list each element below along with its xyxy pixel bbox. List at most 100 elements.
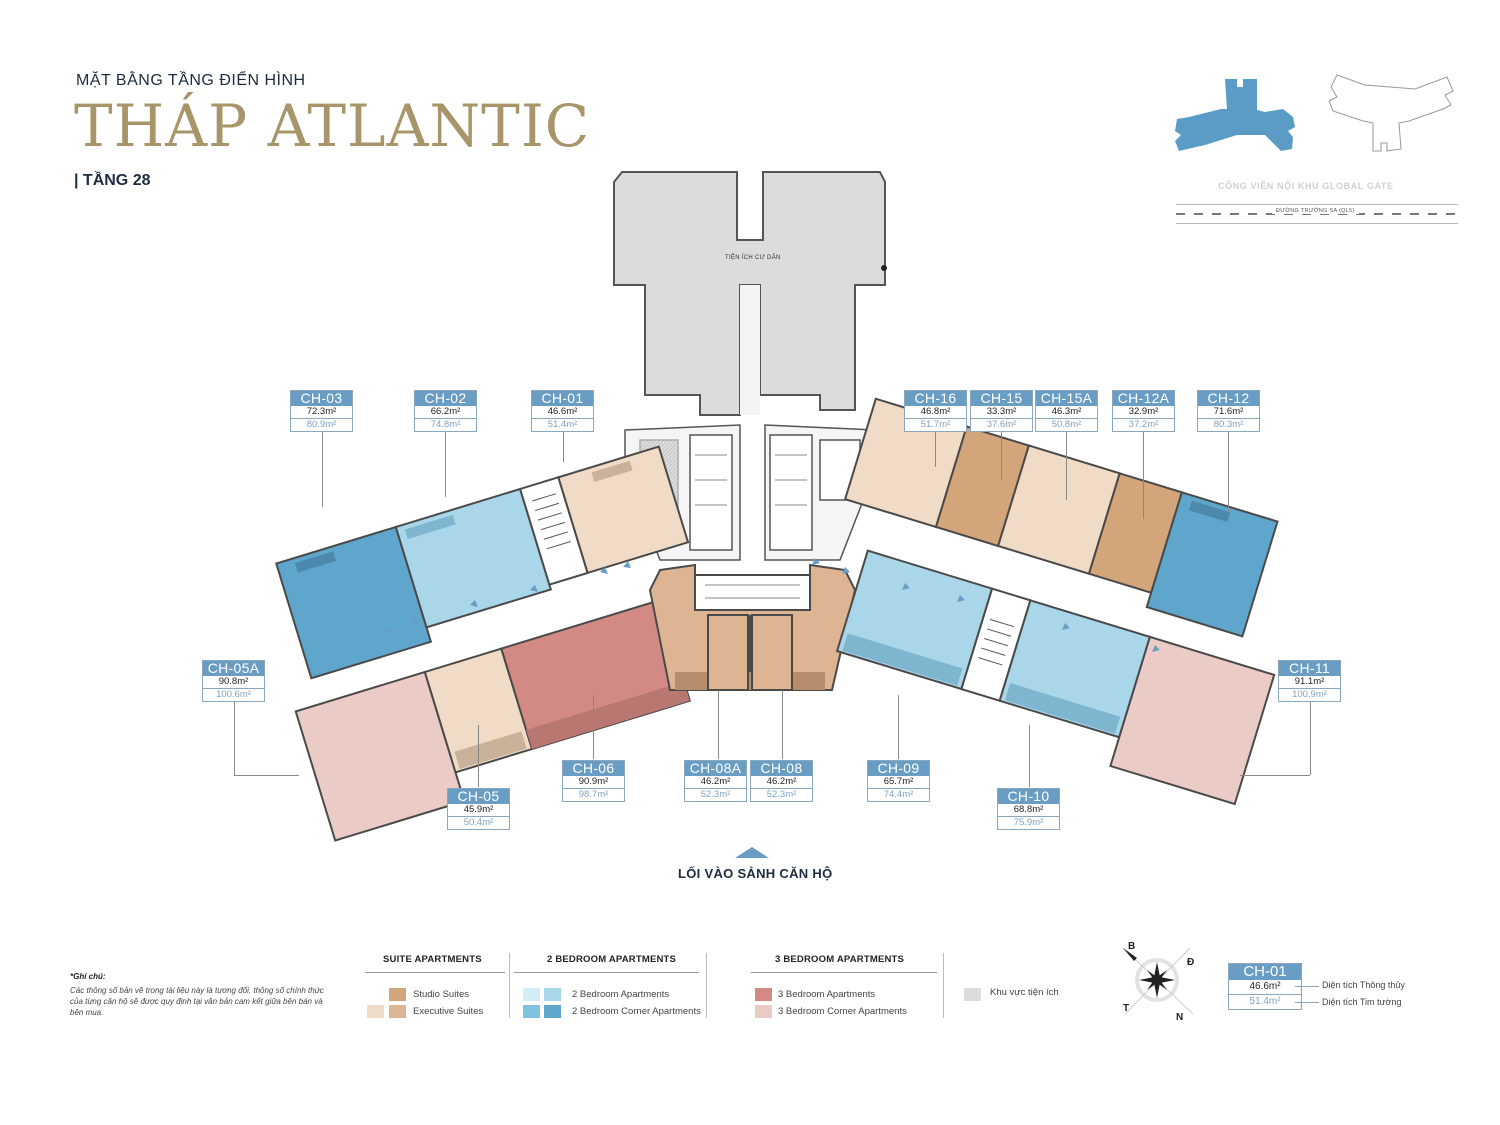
leader-ch-03 bbox=[322, 432, 323, 507]
legend-label-3br-corner: 3 Bedroom Corner Apartments bbox=[778, 1006, 907, 1017]
leader-ch-15 bbox=[1001, 432, 1002, 480]
net-area: 90.9m² bbox=[563, 776, 624, 789]
road-label: ĐƯỜNG TRƯỜNG SA (QL5) bbox=[1272, 208, 1359, 214]
unit-label-ch-15a[interactable]: CH-15A 46.3m² 50.8m² bbox=[1035, 390, 1098, 432]
compass-label-t: T bbox=[1123, 1003, 1130, 1014]
unit-label-ch-10[interactable]: CH-10 68.8m² 75.9m² bbox=[997, 788, 1060, 830]
net-area: 65.7m² bbox=[868, 776, 929, 789]
legend-label-3br: 3 Bedroom Apartments bbox=[778, 989, 876, 1000]
unit-label-ch-08a[interactable]: CH-08A 46.2m² 52.3m² bbox=[684, 760, 747, 802]
swatch-executive-suites-light bbox=[367, 1005, 384, 1018]
net-area: 68.8m² bbox=[998, 804, 1059, 817]
key-plan-atlantic-highlight-icon bbox=[1175, 79, 1295, 151]
legend-rule bbox=[365, 972, 505, 973]
unit-label-ch-12[interactable]: CH-12 71.6m² 80.3m² bbox=[1197, 390, 1260, 432]
unit-ch-01 bbox=[557, 445, 690, 575]
net-area: 33.3m² bbox=[971, 406, 1032, 419]
gross-area: 80.9m² bbox=[306, 419, 337, 430]
key-plan-tower-outline-icon bbox=[1328, 74, 1454, 152]
unit-label-ch-15[interactable]: CH-15 33.3m² 37.6m² bbox=[970, 390, 1033, 432]
unit-label-ch-12a[interactable]: CH-12A 32.9m² 37.2m² bbox=[1112, 390, 1175, 432]
note-body: Các thông số bản vẽ trong tài liệu này l… bbox=[70, 986, 324, 1017]
legend-heading-suite: SUITE APARTMENTS bbox=[383, 954, 482, 965]
left-lower-wing bbox=[294, 599, 692, 842]
leader-ch-11-v bbox=[1310, 702, 1311, 775]
unit-id: CH-06 bbox=[563, 761, 624, 776]
unit-id: CH-12A bbox=[1113, 391, 1174, 406]
gross-area: 51.4m² bbox=[547, 419, 578, 430]
floor-label: | TẦNG 28 bbox=[74, 172, 151, 189]
net-area-caption: Diện tích Thông thủy bbox=[1322, 980, 1405, 990]
leader-ch-05 bbox=[478, 725, 479, 787]
legend-heading-3br: 3 BEDROOM APARTMENTS bbox=[775, 954, 905, 965]
leader-ch-12a bbox=[1143, 432, 1144, 519]
entry-arrow-icon bbox=[735, 847, 769, 858]
gross-area: 74.8m² bbox=[430, 419, 461, 430]
unit-label-ch-03[interactable]: CH-03 72.3m² 80.9m² bbox=[290, 390, 353, 432]
leader-ch-16 bbox=[935, 432, 936, 467]
unit-label-ch-09[interactable]: CH-09 65.7m² 74.4m² bbox=[867, 760, 930, 802]
column-marker bbox=[881, 265, 887, 271]
unit-id: CH-10 bbox=[998, 789, 1059, 804]
legend-separator bbox=[509, 953, 510, 1018]
swatch-executive-suites-dark bbox=[389, 1005, 406, 1018]
key-plan bbox=[1175, 74, 1454, 152]
legend-separator bbox=[943, 953, 944, 1018]
unit-id: CH-09 bbox=[868, 761, 929, 776]
unit-id: CH-12 bbox=[1198, 391, 1259, 406]
net-area: 46.2m² bbox=[751, 776, 812, 789]
leader-ch-08 bbox=[782, 690, 783, 759]
net-area: 32.9m² bbox=[1113, 406, 1174, 419]
leader-ch-15a bbox=[1066, 432, 1067, 500]
sample-leader-gross bbox=[1295, 1002, 1319, 1003]
gross-area: 80.3m² bbox=[1213, 419, 1244, 430]
legend-separator bbox=[706, 953, 707, 1018]
swatch-amenity bbox=[964, 988, 981, 1001]
unit-ch-11 bbox=[1109, 635, 1276, 806]
leader-ch-11-h bbox=[1240, 775, 1310, 776]
unit-id: CH-05 bbox=[448, 789, 509, 804]
gross-area: 37.2m² bbox=[1128, 419, 1159, 430]
unit-label-ch-02[interactable]: CH-02 66.2m² 74.8m² bbox=[414, 390, 477, 432]
gross-area: 50.8m² bbox=[1051, 419, 1082, 430]
unit-label-ch-08[interactable]: CH-08 46.2m² 52.3m² bbox=[750, 760, 813, 802]
label-legend-sample: CH-01 46.6m² 51.4m² bbox=[1228, 963, 1302, 1010]
net-area: 72.3m² bbox=[291, 406, 352, 419]
unit-id: CH-15 bbox=[971, 391, 1032, 406]
legend-label-executive: Executive Suites bbox=[413, 1006, 484, 1017]
unit-label-ch-05[interactable]: CH-05 45.9m² 50.4m² bbox=[447, 788, 510, 830]
unit-id: CH-16 bbox=[905, 391, 966, 406]
corridor-arrows bbox=[385, 558, 1160, 652]
unit-label-ch-16[interactable]: CH-16 46.8m² 51.7m² bbox=[904, 390, 967, 432]
unit-label-ch-05a[interactable]: CH-05A 90.8m² 100.6m² bbox=[202, 660, 265, 702]
legend-label-2br-corner: 2 Bedroom Corner Apartments bbox=[572, 1006, 701, 1017]
unit-id: CH-11 bbox=[1279, 661, 1340, 676]
compass-rose-icon bbox=[1122, 947, 1194, 1015]
gross-area: 50.4m² bbox=[463, 817, 494, 828]
compass-label-n: N bbox=[1176, 1012, 1184, 1023]
swatch-2br-light bbox=[523, 988, 540, 1001]
page-subtitle: MẶT BẰNG TẦNG ĐIỂN HÌNH bbox=[76, 72, 306, 89]
elevator-lobby bbox=[694, 574, 811, 611]
unit-label-ch-01[interactable]: CH-01 46.6m² 51.4m² bbox=[531, 390, 594, 432]
unit-label-ch-11[interactable]: CH-11 91.1m² 100.9m² bbox=[1278, 660, 1341, 702]
legend-label-amenity: Khu vực tiện ích bbox=[990, 987, 1059, 998]
unit-ch-08a bbox=[707, 614, 749, 691]
gross-area: 98.7m² bbox=[578, 789, 609, 800]
entry-label: LỐI VÀO SẢNH CĂN HỘ bbox=[678, 866, 833, 881]
gross-area: 74.4m² bbox=[883, 789, 914, 800]
gross-area-caption: Diện tích Tim tường bbox=[1322, 997, 1402, 1007]
net-area: 46.8m² bbox=[905, 406, 966, 419]
unit-ch-08 bbox=[751, 614, 793, 691]
swatch-studio-suites bbox=[389, 988, 406, 1001]
legend-label-studio: Studio Suites bbox=[413, 989, 469, 1000]
unit-id: CH-08A bbox=[685, 761, 746, 776]
note-title: *Ghi chú: bbox=[70, 972, 106, 981]
swatch-3br-corner bbox=[755, 1005, 772, 1018]
unit-id: CH-15A bbox=[1036, 391, 1097, 406]
unit-id: CH-08 bbox=[751, 761, 812, 776]
swatch-3br bbox=[755, 988, 772, 1001]
unit-label-ch-06[interactable]: CH-06 90.9m² 98.7m² bbox=[562, 760, 625, 802]
left-upper-wing bbox=[275, 445, 690, 680]
